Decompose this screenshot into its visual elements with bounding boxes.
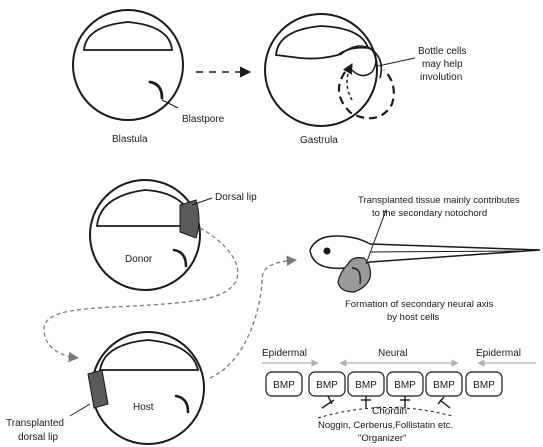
development-arrow [210,260,296,378]
host-label: Host [133,402,154,413]
notochord-label-line1: Transplanted tissue mainly contributes [358,195,520,206]
blastula-label: Blastula [112,134,148,145]
donor-label: Donor [125,254,153,265]
epidermal-right-label: Epidermal [476,348,521,359]
host-embryo [70,332,204,444]
bottle-cells-label-line3: involution [420,72,462,83]
bmp-box-label: BMP [316,380,338,391]
bmp-box-label: BMP [473,380,495,391]
bottle-cells-label-line2: may help [422,59,463,70]
donor-embryo [90,180,212,290]
blastopore-label: Blastpore [182,114,225,125]
neural-axis-label-line1: Formation of secondary neural axis [345,299,494,310]
notochord-label-line2: to the secondary notochord [372,208,487,219]
transplanted-dorsal-lip-tissue [88,370,108,408]
gastrula-embryo [265,14,415,126]
bmp-box-label: BMP [355,380,377,391]
neural-label: Neural [378,348,407,359]
dorsal-lip-tissue [180,200,199,238]
transplant-transfer-arrow [44,228,238,358]
bmp-box-row: BMP BMP BMP BMP BMP BMP [266,372,502,396]
secondary-axis [338,258,370,292]
dorsal-lip-label: Dorsal lip [215,192,257,203]
antagonists-label: Noggin, Cerberus,Follistatin etc. [318,420,453,431]
epidermal-left-label: Epidermal [262,348,307,359]
involution-dashed-region [339,70,394,118]
bmp-box-label: BMP [394,380,416,391]
blastopore-mark [150,82,162,98]
bottle-cells-label-line1: Bottle cells [418,46,466,57]
twinned-tadpole [310,210,540,292]
gastrula-label: Gastrula [300,135,338,146]
transplanted-label-line2: dorsal lip [18,432,58,443]
bmp-box-label: BMP [433,380,455,391]
neural-axis-label-line2: by host cells [387,312,440,323]
chordin-label: Chordin [372,406,407,417]
bmp-box-label: BMP [273,380,295,391]
organizer-label: "Organizer" [358,433,406,444]
transplanted-label-line1: Transplanted [6,418,64,429]
blastula-embryo [73,10,183,120]
